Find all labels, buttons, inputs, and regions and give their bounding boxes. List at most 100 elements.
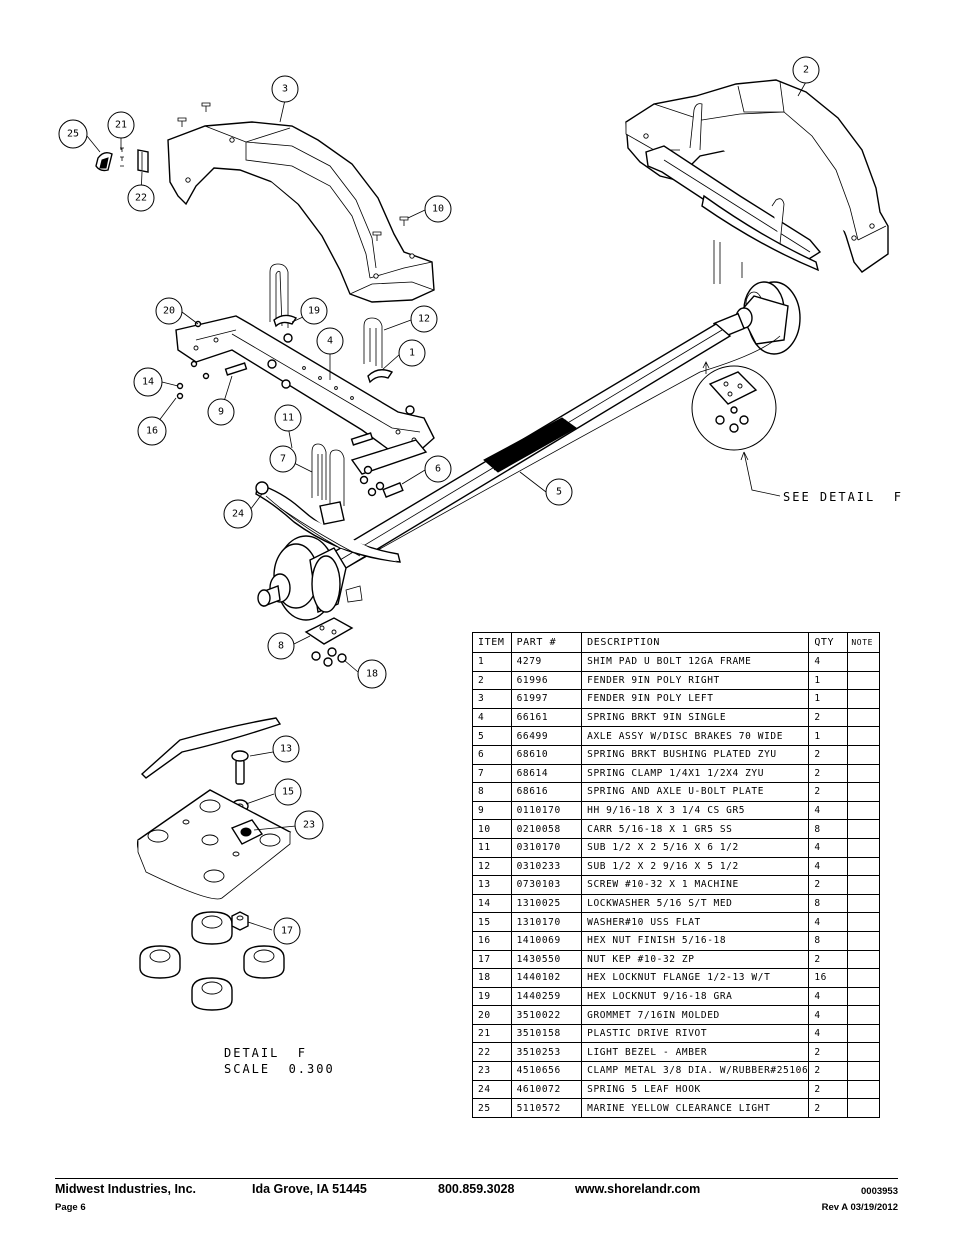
callout-1: 1	[398, 339, 426, 367]
cell-description: SCREW #10-32 X 1 MACHINE	[581, 875, 810, 895]
cell-item: 21	[472, 1023, 512, 1044]
right-brake-hub	[713, 281, 801, 355]
callout-9: 9	[207, 398, 235, 426]
cell-description: GROMMET 7/16IN MOLDED	[581, 1005, 810, 1025]
cell-qty: 2	[808, 875, 849, 895]
cell-qty: 4	[808, 837, 849, 858]
cell-qty: 4	[808, 912, 849, 932]
callout-8: 8	[267, 632, 295, 660]
detail-scale: SCALE 0.300	[224, 1062, 335, 1076]
footer-phone: 800.859.3028	[438, 1182, 515, 1196]
callout-13: 13	[272, 735, 300, 763]
cell-note	[847, 1023, 880, 1044]
col-item-header: ITEM	[472, 632, 512, 653]
cell-part-number: 66161	[510, 707, 583, 728]
cell-item: 13	[472, 875, 512, 895]
col-qty-header: QTY	[808, 632, 849, 653]
cell-qty: 2	[808, 1061, 849, 1081]
cell-qty: 2	[808, 782, 849, 802]
clearance-light-parts	[95, 147, 149, 173]
svg-text:19: 19	[308, 306, 320, 317]
svg-text:4: 4	[327, 336, 333, 347]
cell-note	[847, 800, 880, 821]
svg-text:18: 18	[366, 669, 378, 680]
col-part-header: PART #	[510, 632, 583, 653]
cell-description: SHIM PAD U BOLT 12GA FRAME	[581, 652, 810, 672]
footer-company: Midwest Industries, Inc.	[55, 1182, 196, 1196]
callout-24: 24	[223, 499, 253, 529]
cell-note	[847, 837, 880, 858]
cell-part-number: 68614	[510, 763, 583, 784]
cell-note	[847, 726, 880, 746]
cell-note	[847, 707, 880, 728]
cell-note	[847, 912, 880, 932]
cell-note	[847, 1098, 880, 1118]
footer-revision: Rev A 03/19/2012	[821, 1202, 898, 1213]
callout-16: 16	[137, 416, 167, 446]
cell-note	[847, 1079, 880, 1100]
callout-6: 6	[424, 455, 452, 483]
svg-text:14: 14	[142, 377, 154, 388]
svg-text:17: 17	[281, 926, 293, 937]
cell-item: 12	[472, 856, 512, 877]
cell-part-number: 0310233	[510, 856, 583, 877]
detail-title: DETAIL F	[224, 1046, 308, 1060]
callout-18: 18	[357, 659, 387, 689]
cell-description: SUB 1/2 X 2 9/16 X 5 1/2	[581, 856, 810, 877]
cell-note	[847, 893, 880, 914]
footer-page: Page 6	[55, 1202, 86, 1213]
cell-description: LIGHT BEZEL - AMBER	[581, 1042, 810, 1063]
cell-part-number: 1310170	[510, 912, 583, 932]
cell-note	[847, 670, 880, 691]
cell-qty: 1	[808, 670, 849, 691]
col-note-header: NOTE	[847, 632, 880, 653]
footer-doc-number: 0003953	[861, 1186, 898, 1197]
cell-description: SPRING 5 LEAF HOOK	[581, 1079, 810, 1100]
cell-part-number: 68610	[510, 744, 583, 765]
cell-description: MARINE YELLOW CLEARANCE LIGHT	[581, 1098, 810, 1118]
cell-part-number: 4510656	[510, 1061, 583, 1081]
cell-part-number: 3510158	[510, 1023, 583, 1044]
small-hardware	[176, 314, 415, 498]
svg-text:9: 9	[218, 407, 224, 418]
svg-text:7: 7	[280, 454, 286, 465]
callout-22: 22	[127, 184, 155, 212]
svg-text:24: 24	[232, 509, 244, 520]
cell-item: 1	[472, 652, 512, 672]
cell-qty: 2	[808, 1079, 849, 1100]
svg-text:12: 12	[418, 314, 430, 325]
cell-item: 4	[472, 707, 512, 728]
cell-note	[847, 856, 880, 877]
cell-item: 25	[472, 1098, 512, 1118]
left-spring-bracket	[175, 315, 435, 475]
cell-item: 22	[472, 1042, 512, 1063]
svg-text:21: 21	[115, 120, 127, 131]
u-bolts	[269, 263, 383, 506]
footer-website: www.shorelandr.com	[575, 1182, 701, 1196]
cell-note	[847, 986, 880, 1007]
cell-qty: 4	[808, 652, 849, 672]
svg-text:22: 22	[135, 193, 147, 204]
cell-note	[847, 763, 880, 784]
callout-14: 14	[133, 367, 163, 397]
svg-text:8: 8	[278, 641, 284, 652]
cell-description: LOCKWASHER 5/16 S/T MED	[581, 893, 810, 914]
footer-rule	[55, 1178, 898, 1179]
callout-19: 19	[300, 297, 328, 325]
cell-description: PLASTIC DRIVE RIVOT	[581, 1023, 810, 1044]
cell-item: 2	[472, 670, 512, 691]
